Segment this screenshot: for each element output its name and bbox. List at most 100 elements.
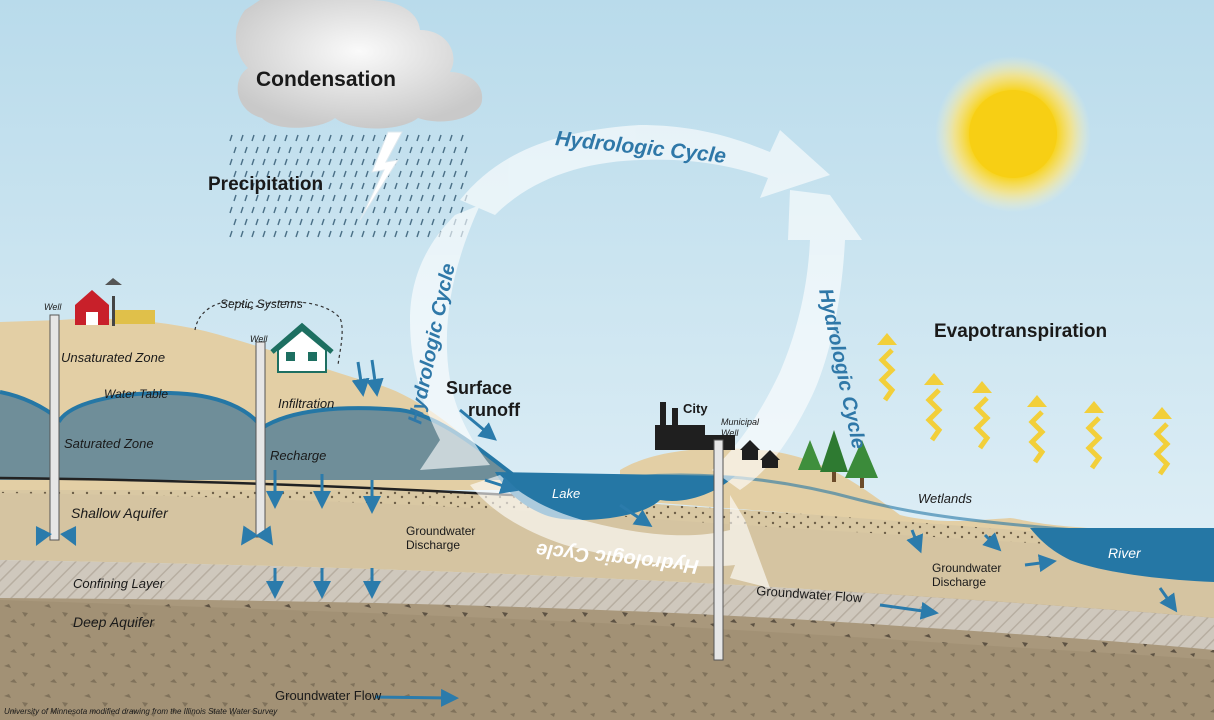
rain-drop xyxy=(361,158,365,166)
rain-drop xyxy=(284,134,288,142)
rain-drop xyxy=(273,230,277,238)
rain-drop xyxy=(288,218,292,226)
rain-drop xyxy=(405,182,409,190)
rain-drop xyxy=(328,134,332,142)
rain-drop xyxy=(416,134,420,142)
flow-arrow xyxy=(255,525,273,546)
rain-drop xyxy=(449,134,453,142)
rain-drop xyxy=(387,218,391,226)
rain-drop xyxy=(460,206,464,214)
rain-drop xyxy=(398,170,402,178)
rain-drop xyxy=(273,158,277,166)
rain-drop xyxy=(438,182,442,190)
rain-drop xyxy=(365,146,369,154)
rain-drop xyxy=(262,230,266,238)
evap-arrow xyxy=(1085,416,1103,470)
rain-drop xyxy=(339,134,343,142)
rain-drop xyxy=(240,230,244,238)
rain-drop xyxy=(427,158,431,166)
rain-drop xyxy=(372,182,376,190)
rain-drop xyxy=(420,218,424,226)
flow-arrow xyxy=(619,503,653,528)
precipitation-label: Precipitation xyxy=(208,174,323,195)
rain-drop xyxy=(328,230,332,238)
rain-drop xyxy=(354,194,358,202)
rain-drop xyxy=(409,170,413,178)
rain-drop xyxy=(332,218,336,226)
rain-drop xyxy=(295,206,299,214)
water-table-line xyxy=(0,390,522,482)
well-label-1: Well xyxy=(44,302,62,312)
rain-drop xyxy=(317,182,321,190)
septic-systems-label: Septic Systems xyxy=(220,297,303,311)
rain-drop xyxy=(343,194,347,202)
rain-drop xyxy=(361,206,365,214)
rain-drop xyxy=(310,170,314,178)
evap-arrow-head xyxy=(972,381,992,393)
wetlands-label: Wetlands xyxy=(918,491,972,506)
lake-label: Lake xyxy=(552,486,580,501)
flow-arrow xyxy=(241,525,259,546)
barn-icon xyxy=(75,278,155,326)
rain-drop xyxy=(438,206,442,214)
rain-drop xyxy=(229,182,233,190)
rain-drop xyxy=(460,182,464,190)
rain-drop xyxy=(453,146,457,154)
rain-drop xyxy=(277,218,281,226)
groundwater-discharge-right-1: Groundwater xyxy=(932,561,1001,575)
flow-arrow xyxy=(1024,554,1057,573)
flow-arrow xyxy=(484,476,519,494)
rain-drop xyxy=(295,134,299,142)
rain-drop xyxy=(332,146,336,154)
rain-drop xyxy=(317,158,321,166)
rain-drop xyxy=(273,182,277,190)
rain-drop xyxy=(460,134,464,142)
rain-drop xyxy=(284,230,288,238)
rain-drop xyxy=(431,194,435,202)
rain-drop xyxy=(409,218,413,226)
city-label: City xyxy=(683,401,708,416)
rain-drop xyxy=(409,194,413,202)
rain-drop xyxy=(442,170,446,178)
rain-drop xyxy=(321,170,325,178)
rain-drop xyxy=(339,230,343,238)
rain-drop xyxy=(383,182,387,190)
rain-drop xyxy=(332,194,336,202)
rain-drop xyxy=(284,158,288,166)
rain-drop xyxy=(350,230,354,238)
rain-drop xyxy=(262,158,266,166)
rain-drop xyxy=(255,218,259,226)
rain-drop xyxy=(464,146,468,154)
rain-drop xyxy=(244,194,248,202)
rain-drop xyxy=(321,218,325,226)
groundwater-discharge-right-2: Discharge xyxy=(932,575,986,589)
rain-drop xyxy=(398,194,402,202)
rain-drop xyxy=(427,182,431,190)
rain-drop xyxy=(229,230,233,238)
rain-drop xyxy=(416,230,420,238)
rain-drop xyxy=(321,146,325,154)
groundwater-discharge-label-1: Groundwater xyxy=(406,524,475,538)
flow-arrow xyxy=(374,688,459,707)
shallow-aquifer-label: Shallow Aquifer xyxy=(71,505,169,521)
rain-drop xyxy=(431,170,435,178)
rain-drop xyxy=(416,158,420,166)
rain-drop xyxy=(464,170,468,178)
rain-drop xyxy=(295,158,299,166)
rain-drop xyxy=(284,182,288,190)
rain-drop xyxy=(255,146,259,154)
rain-drop xyxy=(365,194,369,202)
rain-drop xyxy=(420,146,424,154)
rain-drop xyxy=(372,134,376,142)
flow-arrow xyxy=(365,359,384,397)
rain-drop xyxy=(310,194,314,202)
rain-drop xyxy=(372,158,376,166)
river xyxy=(1030,528,1214,582)
rain-drop xyxy=(273,134,277,142)
groundwater-flow-label-2: Groundwater Flow xyxy=(275,688,382,703)
rain-drop xyxy=(262,182,266,190)
sun-icon xyxy=(935,56,1091,212)
rain-drop xyxy=(266,218,270,226)
